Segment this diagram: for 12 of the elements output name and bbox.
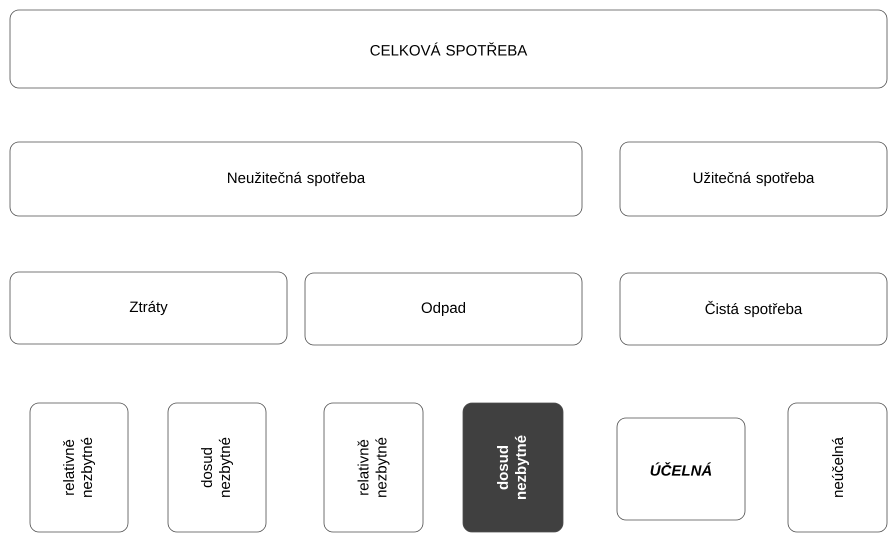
category-box: relativně nezbytné [30,402,128,532]
category-box: neúčelná [788,402,888,532]
category-box: CELKOVÁ SPOTŘEBA [10,10,888,88]
category-box: ÚČELNÁ [616,418,746,520]
category-box: relativně nezbytné [324,402,424,532]
category-box: Ztráty [10,272,288,344]
category-box: Užitečná spotřeba [620,142,888,216]
category-box: dosud nezbytné [462,402,564,532]
category-box: Odpad [304,272,582,346]
category-box: Čistá spotřeba [620,272,888,346]
category-box: dosud nezbytné [168,402,266,532]
category-box: Neužitečná spotřeba [10,142,582,216]
